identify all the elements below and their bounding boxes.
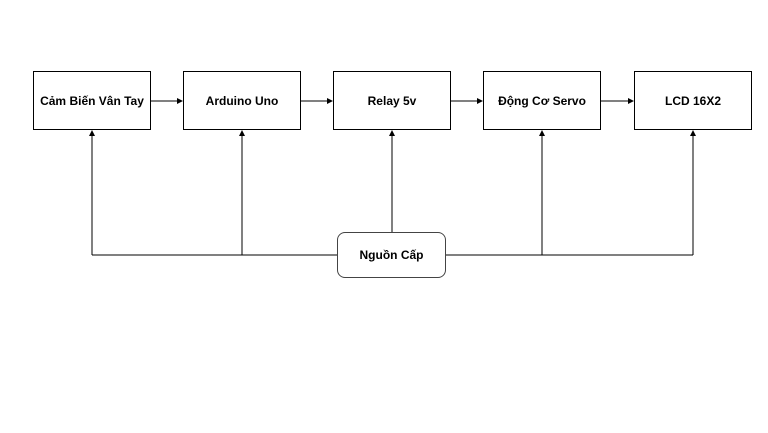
block-arduino-uno: Arduino Uno <box>183 71 301 130</box>
block-relay-label: Relay 5v <box>367 93 417 108</box>
block-power-supply-label: Nguồn Cấp <box>359 248 424 262</box>
block-servo-motor-label: Động Cơ Servo <box>498 93 586 108</box>
block-fingerprint-sensor-label: Cảm Biến Vân Tay <box>40 93 144 108</box>
block-arduino-uno-label: Arduino Uno <box>205 93 279 108</box>
block-servo-motor: Động Cơ Servo <box>483 71 601 130</box>
block-lcd-label: LCD 16X2 <box>664 93 722 108</box>
block-power-supply: Nguồn Cấp <box>337 232 446 278</box>
block-fingerprint-sensor: Cảm Biến Vân Tay <box>33 71 151 130</box>
block-relay: Relay 5v <box>333 71 451 130</box>
block-lcd: LCD 16X2 <box>634 71 752 130</box>
